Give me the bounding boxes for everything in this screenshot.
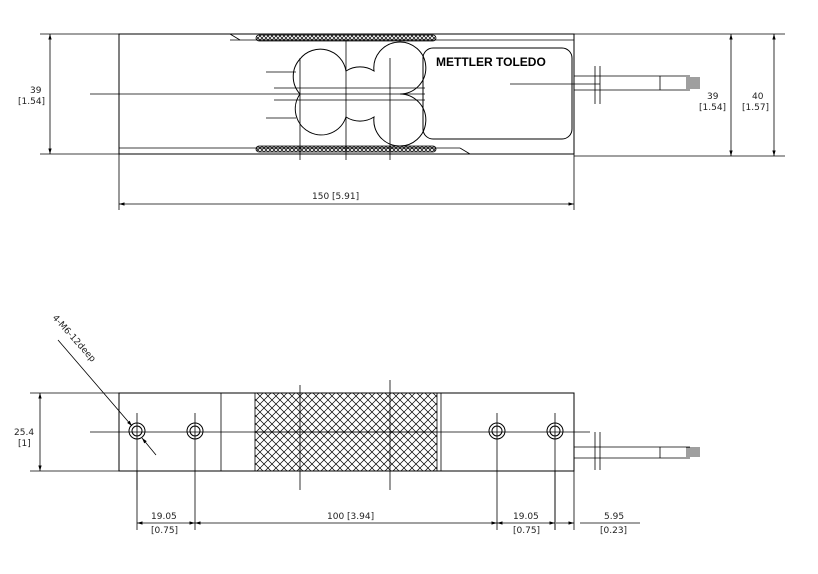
dim-hole-distance: 100 [3.94] [327,512,374,522]
dim-hole-spacing-left-mm: 19.05 [151,512,177,522]
brand-label: METTLER TOLEDO [436,55,546,69]
dim-height-left-mm: 39 [30,86,42,96]
cable-side [574,432,700,470]
beam-cutout [292,41,427,147]
dim-height-right-in: [1.54] [699,103,726,113]
hole-callout: 4-M6-12deep [50,313,98,364]
dim-total-height-in: [1.57] [742,103,769,113]
mounting-hole-2 [186,413,204,530]
dim-hole-spacing-right-mm: 19.05 [513,512,539,522]
dim-side-height-mm: 25.4 [14,428,34,438]
dim-hole-spacing-right-in: [0.75] [513,526,540,536]
dim-tail-mm: 5.95 [604,512,624,522]
dim-length: 150 [5.91] [312,192,359,202]
dim-side-height-in: [1] [18,439,31,449]
dim-hole-spacing-left-in: [0.75] [151,526,178,536]
dim-total-height-mm: 40 [752,92,764,102]
dim-tail-in: [0.23] [600,526,627,536]
dim-height-left-in: [1.54] [18,97,45,107]
label-plate [422,47,573,140]
cable-top [574,66,700,104]
side-view: 4-M6-12deep 25.4 [1] 19.05 [0.75] 100 [3… [14,313,700,536]
dim-height-right-mm: 39 [707,92,719,102]
mounting-hole-3 [488,413,506,530]
top-view: METTLER TOLEDO 39 [1.54] 39 [1.54] 40 [1… [18,33,785,210]
